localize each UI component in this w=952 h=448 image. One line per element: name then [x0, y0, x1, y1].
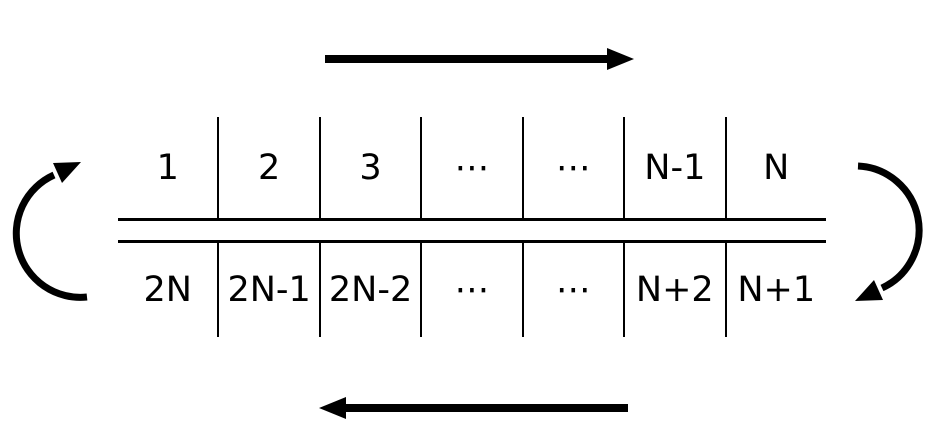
bottom-cell-2n: 2N: [143, 270, 192, 310]
top-cell-ellipsis-1: ⋯: [420, 117, 521, 218]
top-cell-3: 3: [318, 117, 420, 218]
bottom-cell-ellipsis-1: ⋯: [420, 243, 521, 337]
bottom-cell-2n-minus-1: 2N-1: [217, 243, 318, 337]
top-row: 1 2 3 ⋯ ⋯ N-1 N: [118, 117, 826, 221]
top-cell-n-minus-1: N-1: [623, 117, 724, 218]
top-cell-1: 1: [156, 147, 179, 188]
bottom-cell-n-plus-2: N+2: [623, 243, 724, 337]
top-cell-ellipsis-2: ⋯: [521, 117, 623, 218]
arrow-left-icon: [319, 397, 628, 419]
bottom-cell-n-plus-1: N+1: [724, 243, 826, 337]
curved-arrow-right-icon: [855, 162, 923, 301]
arrow-right-icon: [325, 48, 634, 70]
top-cell-2: 2: [217, 117, 318, 218]
bottom-cell-2n-minus-2: 2N-2: [318, 243, 420, 337]
bottom-cell-ellipsis-2: ⋯: [521, 243, 623, 337]
bottom-row: 2N 2N-1 2N-2 ⋯ ⋯ N+2 N+1: [118, 240, 826, 337]
top-cell-n: N: [724, 117, 826, 218]
curved-arrow-left-icon: [12, 162, 88, 301]
